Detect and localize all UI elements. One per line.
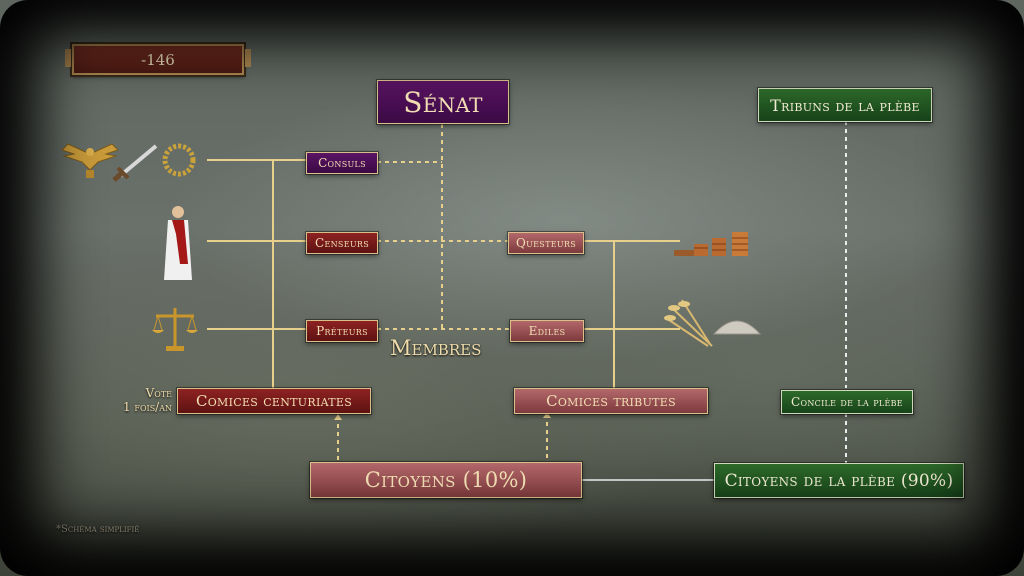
eagle-icon bbox=[61, 143, 119, 178]
membres-label: Membres bbox=[390, 336, 482, 360]
comices-centuriates-box: Comices centuriates bbox=[177, 388, 371, 414]
grain-pile-icon bbox=[712, 320, 762, 335]
ediles-label: Ediles bbox=[528, 324, 566, 338]
sword-icon bbox=[112, 144, 158, 182]
vote-line-2: 1 fois/an bbox=[122, 400, 172, 414]
consuls-label: Consuls bbox=[318, 156, 366, 170]
footnote: *Schéma simplifié bbox=[56, 524, 140, 535]
preteurs-box: Préteurs bbox=[306, 320, 378, 342]
year-value: -146 bbox=[141, 50, 175, 69]
concile-box: Concile de la plèbe bbox=[781, 390, 913, 414]
laurel-icon bbox=[162, 143, 196, 177]
senat-label: Sénat bbox=[403, 85, 483, 119]
tribuns-label: Tribuns de la plèbe bbox=[770, 95, 920, 115]
questeurs-label: Questeurs bbox=[515, 236, 577, 250]
tribuns-box: Tribuns de la plèbe bbox=[758, 88, 932, 122]
vote-label: Vote 1 fois/an bbox=[112, 386, 172, 414]
concile-label: Concile de la plèbe bbox=[791, 395, 903, 409]
censeurs-label: Censeurs bbox=[315, 236, 369, 250]
year-plate: -146 bbox=[65, 44, 251, 75]
preteurs-label: Préteurs bbox=[316, 324, 368, 338]
citoyens-label: Citoyens (10%) bbox=[364, 468, 528, 492]
coins-icon bbox=[674, 232, 748, 256]
senat-box: Sénat bbox=[377, 80, 509, 124]
comices-tributes-label: Comices tributes bbox=[546, 392, 676, 410]
citoyens-box: Citoyens (10%) bbox=[310, 462, 582, 498]
questeurs-box: Questeurs bbox=[508, 232, 584, 254]
comices-tributes-box: Comices tributes bbox=[514, 388, 708, 414]
comices-centuriates-label: Comices centuriates bbox=[195, 392, 353, 410]
wheat-icon bbox=[664, 299, 713, 347]
magistrate-toga-icon bbox=[164, 206, 192, 280]
citoyens-plebe-box: Citoyens de la plèbe (90%) bbox=[714, 463, 964, 498]
vote-line-1: Vote bbox=[145, 386, 172, 400]
consuls-box: Consuls bbox=[306, 152, 378, 174]
ediles-box: Ediles bbox=[510, 320, 584, 342]
scales-icon bbox=[152, 308, 198, 351]
censeurs-box: Censeurs bbox=[306, 232, 378, 254]
citoyens-plebe-label: Citoyens de la plèbe (90%) bbox=[724, 470, 954, 491]
